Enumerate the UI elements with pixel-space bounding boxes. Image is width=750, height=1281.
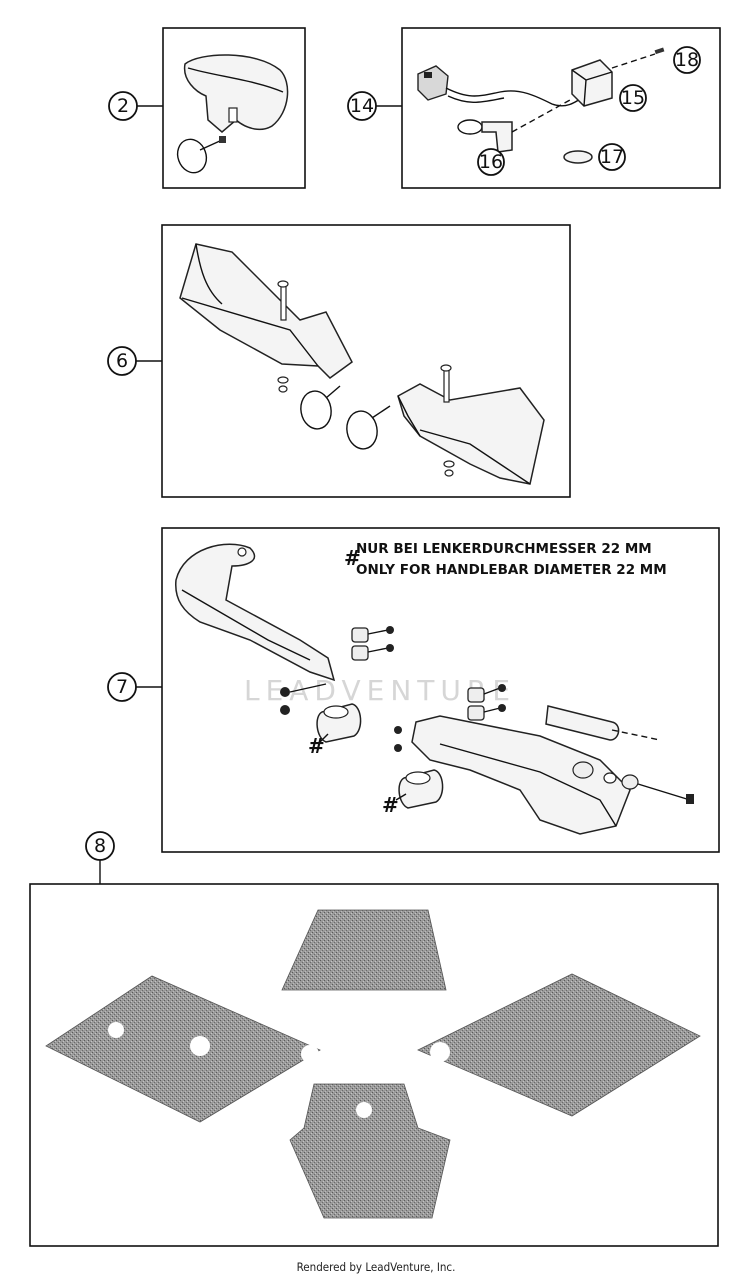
screw	[654, 47, 665, 55]
callout-6[interactable]	[107, 346, 137, 376]
footer-credit: Rendered by LeadVenture, Inc.	[297, 1260, 456, 1274]
note-english: ONLY FOR HANDLEBAR DIAMETER 22 MM	[356, 562, 667, 578]
left-spacer	[316, 703, 362, 743]
callout-17-label: 17	[600, 146, 624, 168]
indicator-light	[571, 59, 613, 107]
callout-6-label: 6	[116, 350, 128, 372]
right-spacer	[398, 769, 444, 809]
sticker-top	[281, 909, 447, 991]
hash-mark-left: #	[308, 734, 325, 758]
panel-item-7: 7 LEADVENTURE # NUR BEI LENKERDURCHMESSE…	[107, 527, 720, 853]
right-handguard	[397, 364, 545, 485]
panel-item-6: 6	[107, 224, 571, 498]
cable-tie	[176, 136, 226, 174]
hash-mark-right: #	[382, 793, 399, 817]
note-german: NUR BEI LENKERDURCHMESSER 22 MM	[356, 541, 652, 557]
connector-plug	[417, 65, 449, 101]
callout-8-label: 8	[94, 835, 106, 857]
callout-15[interactable]	[619, 84, 647, 112]
left-guard-bracket	[175, 543, 394, 715]
left-handguard	[179, 243, 353, 393]
note-hash-symbol: #	[344, 546, 361, 570]
callout-7-label: 7	[116, 676, 128, 698]
sticker-bottom	[289, 1083, 451, 1219]
callout-18-label: 18	[675, 49, 699, 71]
sticker-right	[417, 973, 701, 1117]
callout-2-label: 2	[117, 95, 129, 117]
cap-part	[563, 150, 593, 164]
sticker-left	[45, 975, 321, 1123]
panel-item-8: 8	[29, 831, 719, 1247]
wire	[445, 87, 589, 107]
callout-7[interactable]	[107, 672, 137, 702]
callout-2[interactable]	[108, 91, 138, 121]
panel-item-2: 2	[108, 27, 306, 189]
cover-part	[183, 54, 289, 133]
callout-14-label: 14	[350, 95, 374, 117]
right-guard-bracket	[394, 684, 694, 835]
callout-16[interactable]	[477, 148, 505, 176]
handlebar-end	[545, 705, 661, 741]
panel-14-frame	[401, 27, 721, 189]
callout-18[interactable]	[673, 46, 701, 74]
callout-15-label: 15	[621, 87, 645, 109]
callout-16-label: 16	[479, 151, 503, 173]
callout-14[interactable]	[347, 91, 377, 121]
panel-item-14: 14 18 15 16 17	[347, 27, 721, 189]
cable-ties-pair	[300, 385, 391, 450]
callout-17[interactable]	[598, 143, 626, 171]
